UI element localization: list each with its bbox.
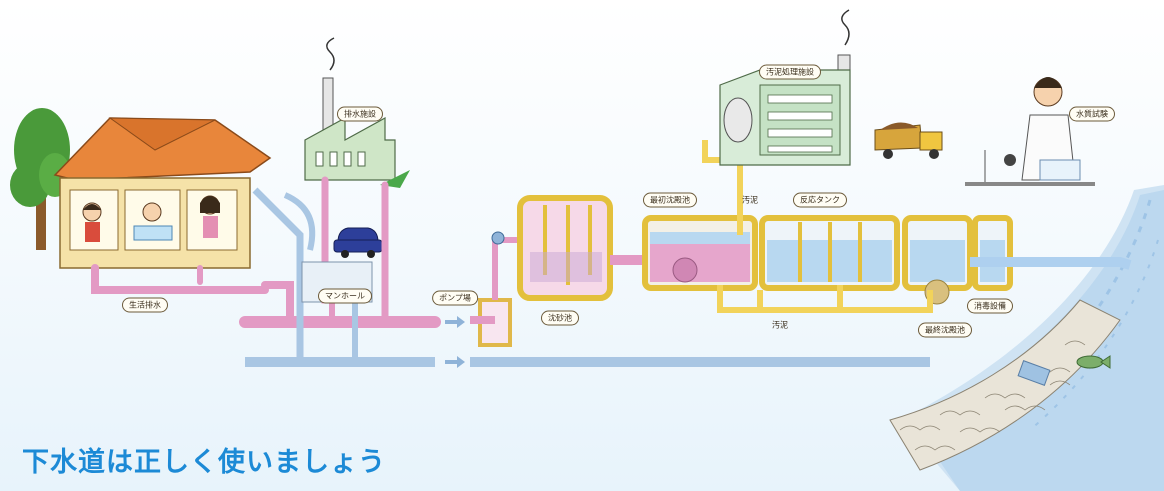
final-settling-tank bbox=[902, 215, 973, 305]
label-primary-settling: 最初沈殿池 bbox=[643, 192, 697, 208]
reaction-tank bbox=[759, 215, 900, 291]
flow-arrow-icon bbox=[445, 316, 465, 328]
label-factory: 排水施設 bbox=[337, 106, 383, 122]
flow-arrow-icon bbox=[445, 356, 465, 368]
label-sludge-treatment: 汚泥処理施設 bbox=[759, 64, 821, 80]
page-caption: 下水道は正しく使いましょう bbox=[22, 447, 386, 478]
sludge-treatment-building bbox=[719, 9, 851, 166]
label-sludge-bottom: 汚泥 bbox=[772, 320, 788, 330]
treated-water-line bbox=[970, 257, 1132, 270]
grit-chamber bbox=[517, 195, 613, 301]
label-reaction-tank: 反応タンク bbox=[793, 192, 847, 208]
pump-station bbox=[470, 231, 520, 347]
label-disinfection: 消毒設備 bbox=[967, 298, 1013, 314]
label-manhole: マンホール bbox=[318, 288, 372, 304]
primary-settling-tank bbox=[642, 215, 758, 291]
house bbox=[53, 117, 272, 269]
tree bbox=[10, 108, 71, 250]
label-pump-station: ポンプ場 bbox=[432, 290, 478, 306]
label-domestic-wastewater: 生活排水 bbox=[122, 297, 168, 313]
car-icon bbox=[333, 227, 383, 258]
label-grit-chamber: 沈砂池 bbox=[541, 310, 579, 326]
dump-truck-icon bbox=[874, 122, 943, 159]
label-water-testing: 水質試験 bbox=[1069, 106, 1115, 122]
stormwater-pipes bbox=[245, 187, 930, 367]
disinfection-unit bbox=[972, 215, 1013, 291]
scientist bbox=[965, 77, 1095, 186]
label-sludge-top: 汚泥 bbox=[742, 195, 758, 205]
fish-icon bbox=[1076, 355, 1111, 369]
label-final-settling: 最終沈殿池 bbox=[918, 322, 972, 338]
